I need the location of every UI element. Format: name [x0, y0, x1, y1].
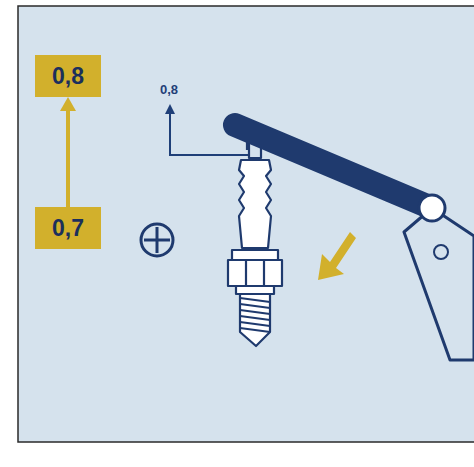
value-box: 0,7	[35, 207, 101, 249]
panel	[18, 6, 474, 442]
gap-value: 0,8	[52, 63, 84, 90]
spark-plug	[228, 140, 282, 346]
plus-symbol	[141, 224, 173, 256]
gap-dimension-label: 0,8	[160, 82, 178, 97]
value-box: 0,8	[35, 55, 101, 97]
press-arrow	[318, 232, 356, 280]
increase-arrow	[60, 97, 76, 207]
gap-value: 0,7	[52, 215, 84, 242]
feeler-gauge	[235, 125, 474, 360]
